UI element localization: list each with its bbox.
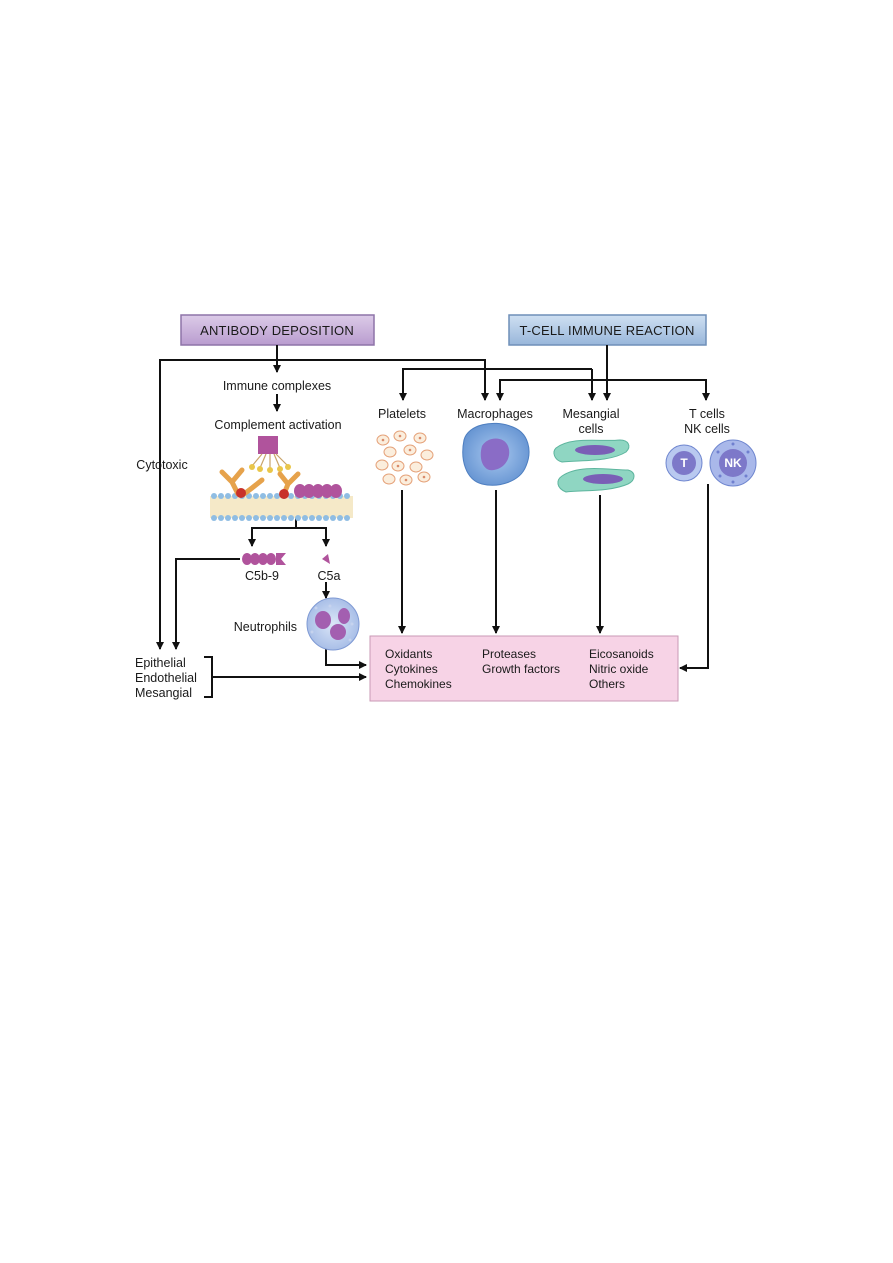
antibodies bbox=[219, 467, 301, 497]
mediator-cytokines: Cytokines bbox=[385, 662, 438, 676]
target-mesangial: Mesangial bbox=[135, 686, 192, 700]
mediator-growth-factors: Growth factors bbox=[482, 662, 560, 676]
platelet-granules bbox=[381, 434, 426, 482]
target-endothelial: Endothelial bbox=[135, 671, 197, 685]
connectors bbox=[156, 345, 710, 698]
tcell-reaction-header: T-CELL IMMUNE REACTION bbox=[508, 314, 707, 346]
t-cell: T bbox=[665, 444, 703, 482]
mediator-oxidants: Oxidants bbox=[385, 647, 432, 661]
antibody-deposition-header: ANTIBODY DEPOSITION bbox=[180, 314, 375, 346]
nk-cell-badge: NK bbox=[724, 456, 742, 470]
tcell-reaction-title: T-CELL IMMUNE REACTION bbox=[519, 323, 694, 338]
target-cells-list: Epithelial Endothelial Mesangial bbox=[135, 656, 197, 700]
c1-complex bbox=[249, 436, 291, 473]
mediators-box: Oxidants Cytokines Chemokines Proteases … bbox=[369, 635, 679, 702]
mediator-others: Others bbox=[589, 677, 625, 691]
mediator-nitric-oxide: Nitric oxide bbox=[589, 662, 649, 676]
antibody-deposition-title: ANTIBODY DEPOSITION bbox=[200, 323, 354, 338]
platelets-label: Platelets bbox=[378, 407, 426, 421]
immune-complexes-label: Immune complexes bbox=[223, 379, 331, 393]
antigen-dot bbox=[279, 489, 289, 499]
mesangial-label-line2: cells bbox=[578, 422, 603, 436]
tcells-label-line2: NK cells bbox=[684, 422, 730, 436]
mac-chain bbox=[294, 484, 342, 498]
c5a-fragment bbox=[322, 554, 330, 564]
mesangial-cells bbox=[553, 439, 635, 493]
complement-activation-label: Complement activation bbox=[214, 418, 341, 432]
mediator-eicosanoids: Eicosanoids bbox=[589, 647, 654, 661]
antigen-dot bbox=[236, 488, 246, 498]
c5b9-complex bbox=[242, 553, 286, 565]
macrophage-cell bbox=[462, 422, 530, 486]
nk-cell: NK bbox=[709, 439, 757, 487]
c5b9-label: C5b-9 bbox=[245, 569, 279, 583]
mediator-proteases: Proteases bbox=[482, 647, 536, 661]
mediator-chemokines: Chemokines bbox=[385, 677, 452, 691]
target-epithelial: Epithelial bbox=[135, 656, 186, 670]
tcells-label-line1: T cells bbox=[689, 407, 725, 421]
neutrophil-cell bbox=[306, 597, 360, 651]
mesangial-label-line1: Mesangial bbox=[563, 407, 620, 421]
neutrophils-label: Neutrophils bbox=[234, 620, 297, 634]
t-cell-badge: T bbox=[680, 456, 688, 470]
macrophages-label: Macrophages bbox=[457, 407, 533, 421]
cytotoxic-label: Cytotoxic bbox=[136, 458, 187, 472]
c5a-label: C5a bbox=[318, 569, 341, 583]
complement-illustration bbox=[210, 436, 353, 521]
